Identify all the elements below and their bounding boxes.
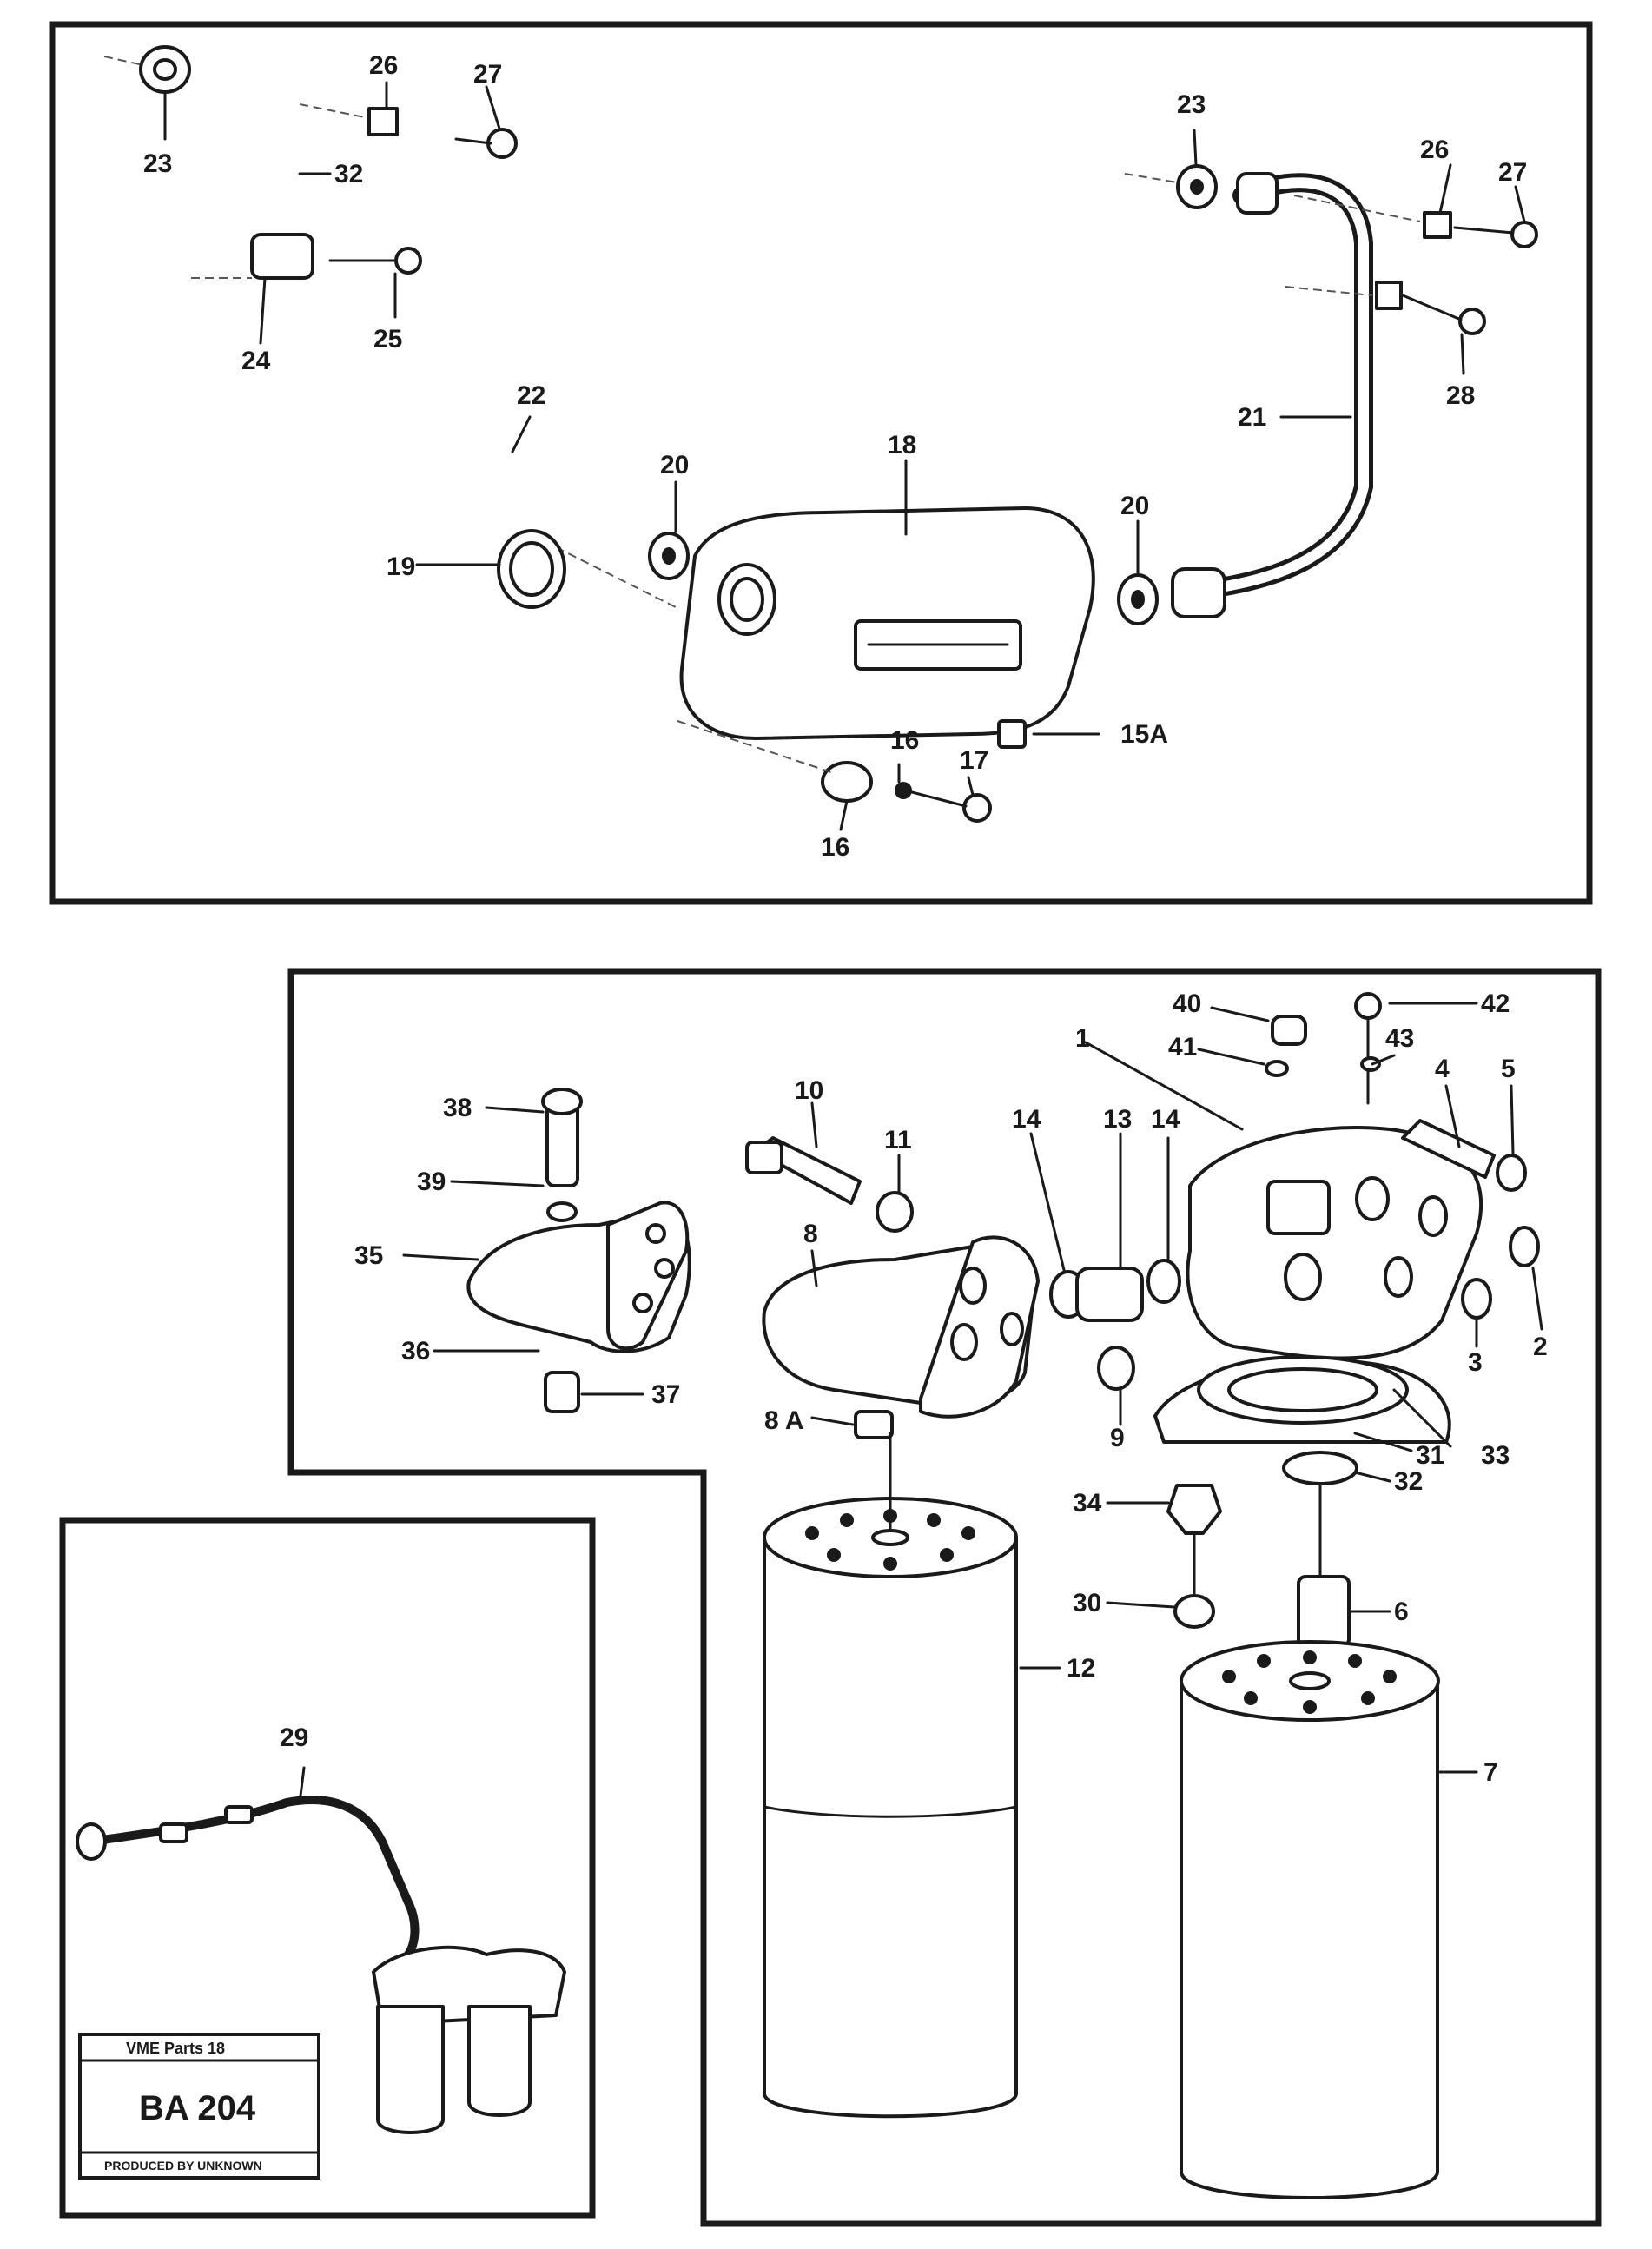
- label-23-left: 23: [143, 149, 172, 178]
- label-31: 31: [1416, 1441, 1444, 1470]
- label-24: 24: [241, 347, 271, 375]
- label-36: 36: [401, 1337, 430, 1366]
- label-43: 43: [1385, 1024, 1414, 1053]
- label-12: 12: [1067, 1654, 1095, 1683]
- label-30: 30: [1073, 1589, 1101, 1617]
- label-28: 28: [1446, 381, 1475, 410]
- label-38: 38: [443, 1094, 472, 1122]
- oil-cooler-assembly: [103, 45, 1538, 823]
- bottom-leaders: [402, 1002, 1543, 1774]
- label-18: 18: [888, 431, 916, 460]
- label-26-left: 26: [369, 51, 398, 80]
- label-19: 19: [387, 552, 415, 581]
- label-3: 3: [1468, 1348, 1483, 1377]
- label-14-right: 14: [1151, 1105, 1180, 1134]
- label-7: 7: [1483, 1758, 1498, 1787]
- label-8a: 8 A: [764, 1406, 804, 1435]
- inset-panel-frame: [59, 1517, 596, 2219]
- label-22: 22: [517, 381, 545, 410]
- label-4: 4: [1435, 1055, 1450, 1083]
- label-9: 9: [1110, 1424, 1125, 1452]
- stamp-line-3: PRODUCED BY UNKNOWN: [104, 2159, 262, 2173]
- label-8: 8: [803, 1220, 818, 1248]
- label-21: 21: [1238, 403, 1266, 432]
- top-leaders: [163, 81, 1526, 831]
- bottom-labels: 38 39 35 36 37 10 11 14 13 14 40 42 41 4…: [354, 989, 1548, 1787]
- label-16-washer: 16: [890, 726, 919, 755]
- label-41: 41: [1168, 1033, 1197, 1062]
- label-2: 2: [1533, 1333, 1548, 1361]
- reference-stamp: VME Parts 18 BA 204 PRODUCED BY UNKNOWN: [78, 2033, 320, 2180]
- label-33: 33: [1481, 1441, 1510, 1470]
- top-panel-frame: [49, 21, 1593, 905]
- label-39: 39: [417, 1167, 446, 1196]
- label-11: 11: [884, 1126, 912, 1154]
- label-16-bracket: 16: [821, 833, 849, 862]
- label-17: 17: [960, 746, 988, 775]
- label-14-left: 14: [1012, 1105, 1041, 1134]
- label-26-right: 26: [1420, 136, 1449, 164]
- label-1: 1: [1075, 1024, 1090, 1053]
- label-32-bottom: 32: [1394, 1467, 1423, 1496]
- label-37: 37: [651, 1380, 680, 1409]
- label-35: 35: [354, 1241, 383, 1270]
- oil-line-assembly: [76, 1766, 566, 2134]
- stamp-line-1: VME Parts 18: [126, 2040, 225, 2057]
- label-32: 32: [334, 160, 363, 189]
- label-13: 13: [1103, 1105, 1132, 1134]
- label-20-right: 20: [1120, 492, 1149, 520]
- label-42: 42: [1481, 989, 1510, 1018]
- label-6: 6: [1394, 1597, 1409, 1626]
- stamp-code: BA 204: [139, 2089, 256, 2127]
- label-15a: 15A: [1120, 720, 1168, 749]
- label-20-left: 20: [660, 451, 689, 480]
- label-10: 10: [795, 1076, 823, 1105]
- label-29: 29: [280, 1723, 308, 1752]
- label-25: 25: [373, 325, 402, 354]
- label-40: 40: [1173, 989, 1201, 1018]
- label-23-right: 23: [1177, 90, 1206, 119]
- label-5: 5: [1501, 1055, 1516, 1083]
- label-34: 34: [1073, 1489, 1102, 1518]
- oil-filter-assembly: [466, 992, 1540, 2199]
- top-labels: 23 32 26 27 25 24 22 20 19 18 20 23 26 2…: [143, 51, 1527, 862]
- bottom-panel-frame: [287, 968, 1602, 2227]
- label-27-right: 27: [1498, 158, 1527, 187]
- label-27-left: 27: [473, 60, 502, 89]
